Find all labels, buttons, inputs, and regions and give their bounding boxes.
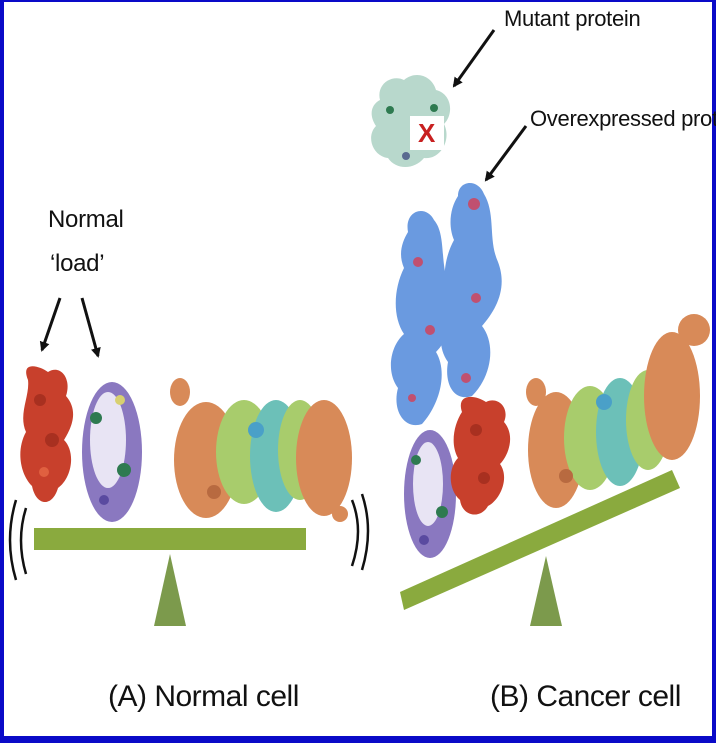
fulcrum-left — [154, 554, 186, 626]
normal-load-arrow-right — [80, 297, 101, 358]
overexpressed-protein-right — [440, 182, 502, 398]
motion-bracket-right-2 — [360, 493, 370, 571]
mutant-protein-label: Mutant protein — [504, 6, 641, 31]
protein-complex-cancer — [526, 314, 710, 508]
figure-panel — [4, 2, 712, 736]
overexpressed-protein-label: Overexpressed protein — [530, 106, 716, 131]
caption-normal-cell: (A) Normal cell — [108, 680, 299, 713]
caption-cancer-cell: (B) Cancer cell — [490, 680, 681, 713]
overexpressed-protein-arrow — [484, 125, 528, 182]
normal-cell-panel — [8, 297, 370, 626]
normal-load-label-line2: ‘load’ — [50, 250, 105, 277]
purple-protein — [82, 382, 142, 522]
mutant-protein-arrow — [452, 29, 496, 88]
balance-beam-level — [34, 528, 306, 550]
balance-beam-tilted — [400, 470, 680, 610]
motion-bracket-left-2 — [19, 507, 28, 575]
purple-protein-cancer — [404, 430, 456, 558]
protein-complex — [170, 378, 352, 522]
overexpressed-protein-left — [390, 210, 453, 426]
mutant-protein — [371, 75, 451, 167]
fulcrum-right — [530, 556, 562, 626]
mutation-mark: X — [418, 118, 436, 148]
normal-load-arrow-left — [39, 297, 62, 352]
red-protein — [20, 366, 74, 503]
normal-load-label-line1: Normal — [48, 206, 124, 233]
cancer-cell-panel — [371, 29, 710, 626]
red-protein-cancer — [450, 396, 511, 515]
motion-bracket-left-1 — [8, 499, 18, 581]
motion-bracket-right-1 — [350, 499, 360, 567]
